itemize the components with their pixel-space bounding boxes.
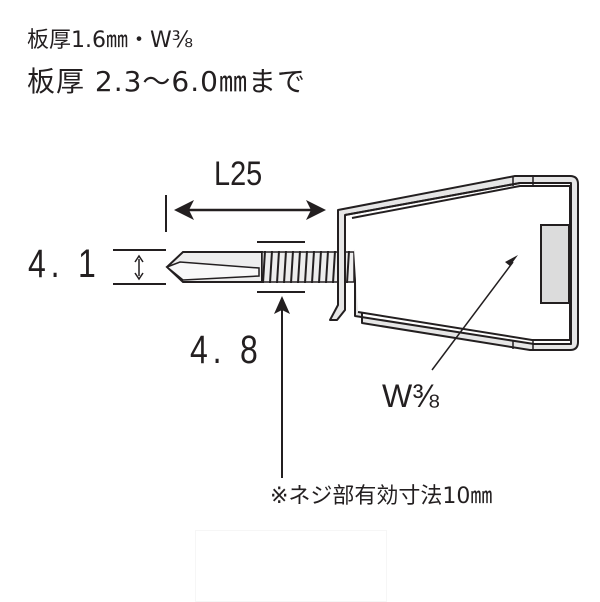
length-label: L25	[214, 155, 263, 193]
thread-length-note: ※ネジ部有効寸法10㎜	[270, 484, 493, 509]
bolt-size-label: W⅜	[382, 378, 439, 414]
thread-diameter-dimension	[257, 241, 305, 478]
thread-diameter-label: 4. 8	[190, 328, 263, 372]
bracket	[329, 175, 579, 371]
faint-box	[195, 530, 387, 602]
tip-diameter-dimension	[113, 249, 166, 285]
spec-plate-thickness-1: 板厚1.6㎜・W⅜	[27, 28, 194, 53]
length-dimension	[165, 195, 326, 232]
tip-diameter-label: 4. 1	[28, 242, 101, 286]
spec-plate-thickness-2: 板厚 2.3～6.0㎜まで	[27, 65, 306, 98]
